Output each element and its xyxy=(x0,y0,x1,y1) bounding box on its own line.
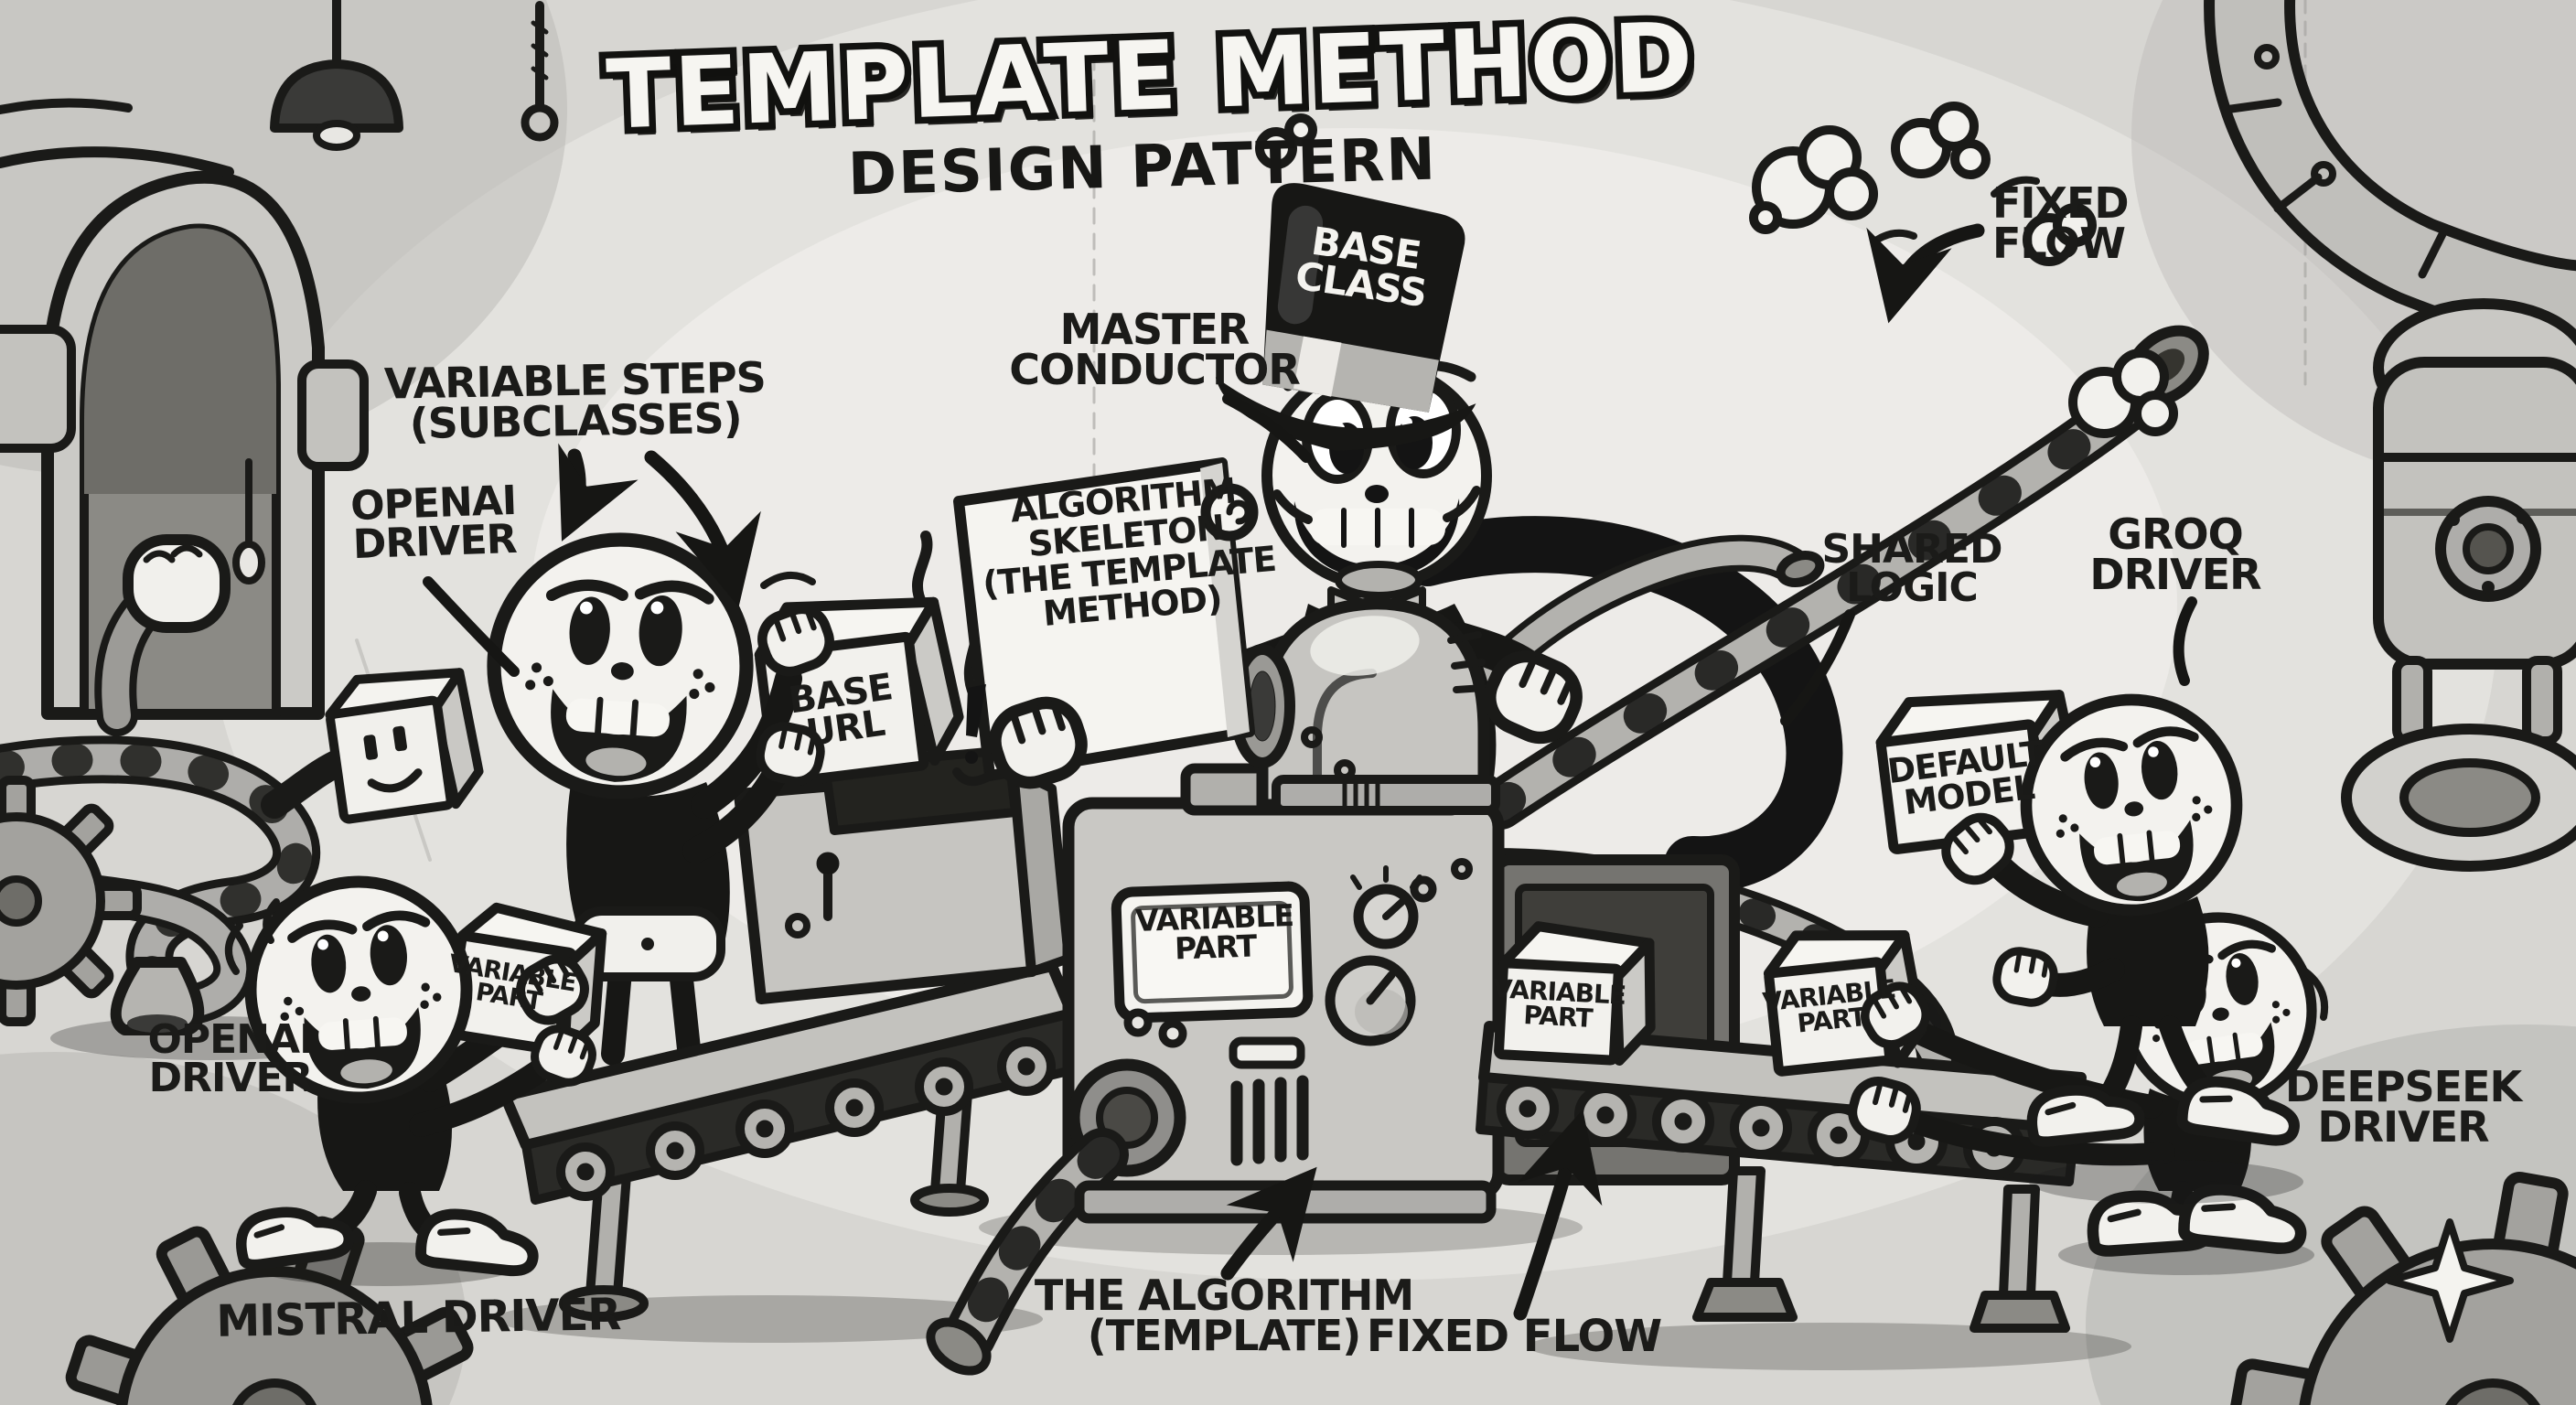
label-line: DRIVER xyxy=(351,516,518,569)
label-shared-logic: SHARED LOGIC xyxy=(1821,526,2002,612)
label-line: CONDUCTOR xyxy=(1009,345,1301,395)
hat-label-base-class: BASE CLASS xyxy=(1293,219,1434,316)
label-line: DRIVER xyxy=(148,1055,314,1102)
openai-driver-top-arms xyxy=(682,602,836,863)
elbow-pipe xyxy=(1229,597,1500,815)
arrow-variable-steps-left xyxy=(558,443,639,542)
label-line: (SUBCLASSES) xyxy=(409,392,743,449)
box-label-base-url: BASE URL xyxy=(786,666,899,755)
gear-icon xyxy=(0,776,142,1026)
label-line: DEEPSEEK xyxy=(2284,1062,2522,1111)
label-line: (TEMPLATE) xyxy=(1087,1311,1361,1361)
box-label-variable-part-conveyor: VARIABLE PART xyxy=(1491,973,1626,1034)
label-fixed-flow-bottom: FIXED FLOW xyxy=(1366,1311,1662,1362)
character-openai-driver-top xyxy=(486,531,825,1069)
label-line: GROQ xyxy=(2108,509,2243,559)
pull-rope-icon xyxy=(521,1,559,142)
machine-screen xyxy=(1111,881,1314,1024)
leader-shared-logic xyxy=(1780,609,1855,726)
label-openai-driver-top: OPENAI DRIVER xyxy=(349,477,519,569)
label-line: DRIVER xyxy=(2317,1102,2489,1153)
character-groq-driver xyxy=(1875,682,2303,1204)
socket-box xyxy=(325,668,484,824)
label-line: DRIVER xyxy=(2089,550,2261,600)
label-line: LOGIC xyxy=(1846,564,1979,612)
variable-part-box xyxy=(1494,921,1656,1067)
arrow-fixed-flow-bottom xyxy=(1513,1109,1603,1321)
label-openai-driver-bottom: OPENAI DRIVER xyxy=(147,1016,315,1102)
sparkle-icon xyxy=(2386,1218,2514,1343)
label-variable-steps: VARIABLE STEPS (SUBCLASSES) xyxy=(384,352,767,449)
character-master-conductor xyxy=(1057,183,1562,783)
arrow-the-algorithm xyxy=(1220,1166,1317,1281)
doorway-arch xyxy=(0,98,369,736)
gear-icon xyxy=(2229,1171,2576,1405)
label-line: MASTER xyxy=(1059,305,1250,354)
leader-groq-driver xyxy=(2173,596,2197,686)
arrow-variable-steps-right xyxy=(644,450,761,607)
label-the-algorithm: THE ALGORITHM (TEMPLATE) xyxy=(1034,1271,1414,1361)
character-mistral-driver xyxy=(225,874,607,1286)
label-line: FIXED xyxy=(1992,178,2130,228)
label-line: FLOW xyxy=(1992,219,2126,269)
steam-puffs xyxy=(1255,102,2178,438)
label-master-conductor: MASTER CONDUCTOR xyxy=(1009,305,1301,395)
hanging-lamp-icon xyxy=(270,0,403,151)
label-groq-driver: GROQ DRIVER xyxy=(2089,509,2261,600)
label-line: THE ALGORITHM xyxy=(1034,1271,1414,1320)
hopper xyxy=(734,745,1073,1004)
label-mistral-driver: MISTRAL DRIVER xyxy=(215,1289,621,1347)
label-line: SHARED xyxy=(1821,526,2002,573)
boiler-tank xyxy=(2341,298,2576,872)
machine-screen-label: VARIABLE PART xyxy=(1135,897,1295,966)
label-fixed-flow-top: FIXED FLOW xyxy=(1992,178,2130,269)
leader-master-conductor xyxy=(1222,393,1312,463)
annotation-arrows xyxy=(423,223,2197,1321)
conveyor-left xyxy=(494,960,1084,1343)
scroll xyxy=(952,457,1259,786)
label-deepseek-driver: DEEPSEEK DRIVER xyxy=(2284,1062,2522,1153)
conveyor-right xyxy=(1476,1021,2131,1370)
arrow-fixed-flow-top xyxy=(1866,223,1985,324)
corner-pipe-top-right xyxy=(2204,0,2576,352)
leader-openai-driver-top xyxy=(423,576,520,677)
label-line: OPENAI xyxy=(147,1016,315,1063)
scroll-label: ALGORITHM SKELETON (THE TEMPLATE METHOD) xyxy=(975,470,1281,637)
plug-icon xyxy=(363,725,408,760)
